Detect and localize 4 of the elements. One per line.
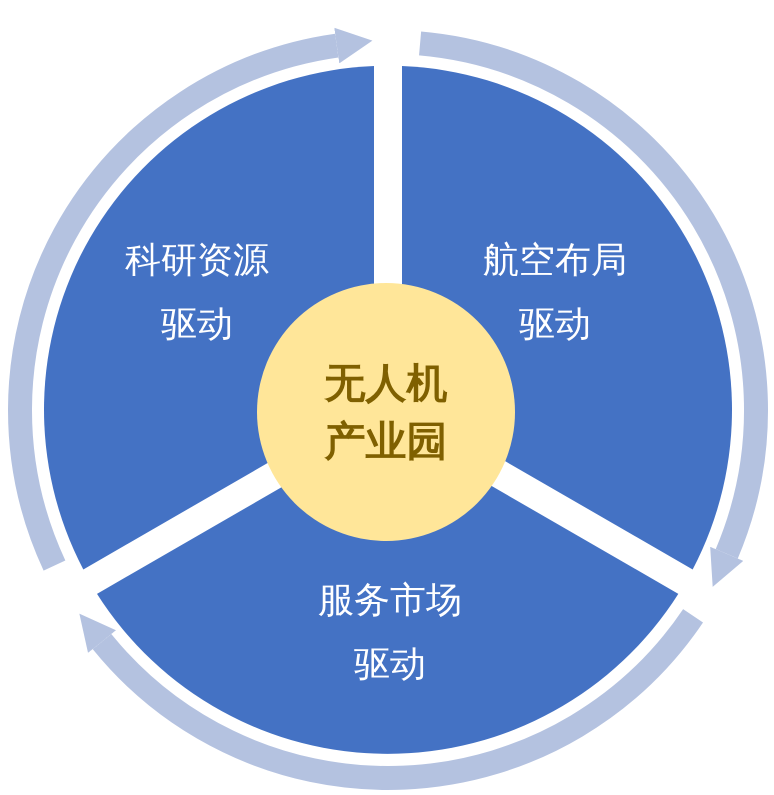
sector-label: 航空布局驱动 bbox=[483, 238, 627, 346]
center-label: 无人机产业园 bbox=[324, 359, 448, 466]
sector-label: 服务市场驱动 bbox=[318, 578, 462, 686]
sector-label: 科研资源驱动 bbox=[125, 238, 269, 346]
